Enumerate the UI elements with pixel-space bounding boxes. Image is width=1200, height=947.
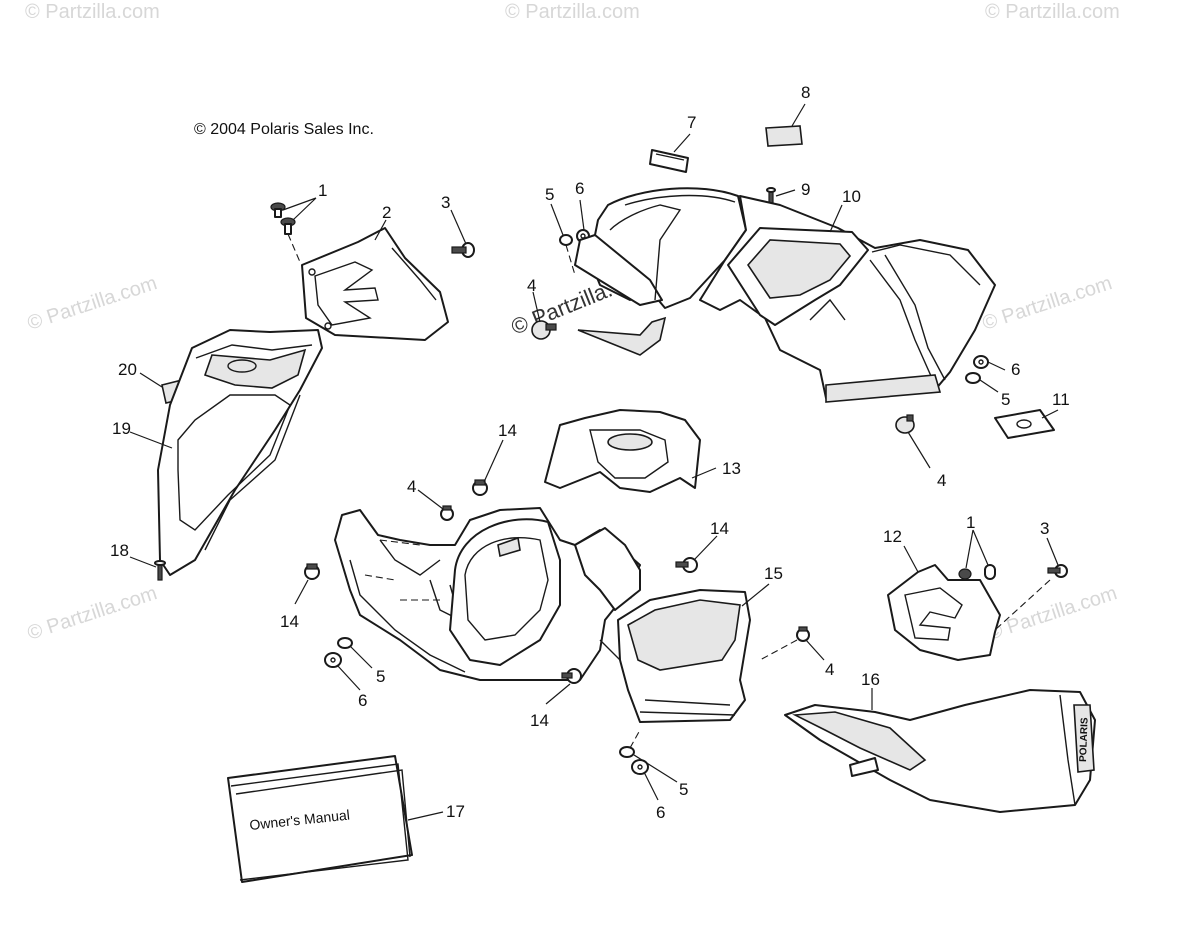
callout-13: 13: [722, 459, 741, 478]
watermark-top-right: © Partzilla.com: [985, 1, 1120, 23]
part-5-6-washers-lower: [619, 729, 649, 775]
callout-16: 16: [861, 670, 880, 689]
callout-4-mid: 4: [407, 477, 416, 496]
part-4-bolt-top: [531, 320, 557, 340]
callout-4-right: 4: [937, 471, 946, 490]
callout-18: 18: [110, 541, 129, 560]
callout-12: 12: [883, 527, 902, 546]
part-7-badge: [649, 149, 689, 173]
watermark-left-mid: © Partzilla.com: [25, 272, 160, 335]
part-18-screw: [154, 560, 166, 581]
callout-10: 10: [842, 187, 861, 206]
callout-8: 8: [801, 83, 810, 102]
part-4-bolt-mid: [440, 505, 454, 521]
part-4-bolt-lower-right: [759, 626, 810, 661]
part-3-screw-left: [451, 242, 475, 258]
callout-14-left: 14: [280, 612, 299, 631]
callout-7: 7: [687, 113, 696, 132]
part-9-screw: [766, 187, 776, 205]
callout-1: 1: [318, 181, 327, 200]
callout-15: 15: [764, 564, 783, 583]
part-1-push-rivets-left: [270, 202, 301, 263]
callout-17: 17: [446, 802, 465, 821]
callout-9: 9: [801, 180, 810, 199]
part-10-rear-fender: [574, 187, 996, 403]
part-16-seat: POLARIS: [784, 689, 1096, 813]
part-13-tank-cover: [544, 409, 701, 493]
callout-19: 19: [112, 419, 131, 438]
part-1-push-rivets-right: [958, 564, 996, 580]
callout-1-right: 1: [966, 513, 975, 532]
watermark-right-mid: © Partzilla.com: [980, 272, 1115, 335]
callout-6: 6: [575, 179, 584, 198]
part-5-6-washers-lower-left: [324, 637, 353, 668]
leader-lines: [129, 103, 1059, 821]
callout-11: 11: [1052, 390, 1070, 409]
callout-6-left: 6: [358, 691, 367, 710]
part-4-bolt-right: [895, 414, 915, 434]
part-3-screw-right: [994, 564, 1068, 631]
part-14-bolt-left: [304, 563, 320, 580]
callout-5-right: 5: [1001, 390, 1010, 409]
seat-brand-text: POLARIS: [1078, 717, 1091, 762]
part-14-bolt-lower: [561, 668, 582, 684]
callout-6-right: 6: [1011, 360, 1020, 379]
part-2-left-side-panel: [301, 227, 449, 341]
callout-4-lower: 4: [825, 660, 834, 679]
callout-5: 5: [545, 185, 554, 204]
callout-numbers: 1 2 3 7 8 9 5 6 10 4 6 5 11 4 20 19 18 1…: [110, 83, 1070, 822]
callout-14-top: 14: [498, 421, 517, 440]
callout-4: 4: [527, 276, 536, 295]
callout-5-left: 5: [376, 667, 385, 686]
copyright-text: © 2004 Polaris Sales Inc.: [194, 121, 374, 138]
callout-3: 3: [441, 193, 450, 212]
part-front-cab: [334, 507, 646, 681]
callout-14-right: 14: [710, 519, 729, 538]
part-6-5-washers-right: [965, 355, 989, 384]
part-17-owners-manual: Owner's Manual: [227, 755, 413, 883]
callout-2: 2: [382, 203, 391, 222]
watermark-top-left: © Partzilla.com: [25, 1, 160, 23]
callout-5-bottom: 5: [679, 780, 688, 799]
part-14-bolt-top: [472, 479, 488, 496]
callout-14-lower: 14: [530, 711, 549, 730]
part-12-right-side-panel: [887, 564, 1001, 661]
watermark-top-center: © Partzilla.com: [505, 1, 640, 23]
part-19-headlight-pod: [157, 329, 323, 576]
callout-3-right: 3: [1040, 519, 1049, 538]
callout-6-bottom: 6: [656, 803, 665, 822]
part-8-reflector: [765, 125, 803, 147]
part-14-bolt-right: [675, 557, 698, 573]
part-15-front-fender: [617, 589, 751, 723]
watermark-left-low: © Partzilla.com: [25, 582, 160, 645]
watermark-right-low: © Partzilla.com: [985, 582, 1120, 645]
part-11-plate: [994, 409, 1055, 439]
callout-20: 20: [118, 360, 137, 379]
